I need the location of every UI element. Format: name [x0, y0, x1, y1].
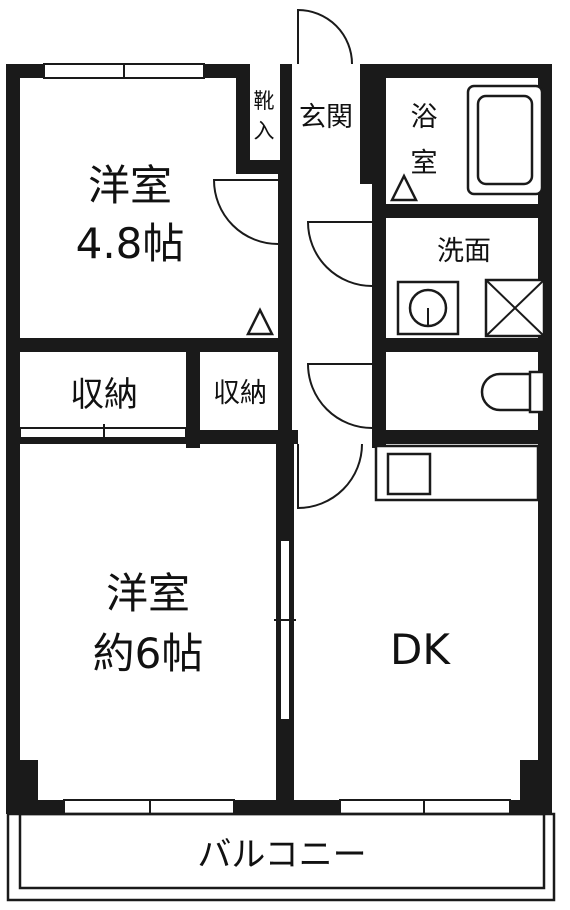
room-label-bath-2: 室: [411, 148, 438, 179]
room-label-dk: DK: [390, 625, 451, 674]
room-label-storage-1: 収納: [70, 375, 138, 415]
balcony: [6, 812, 556, 902]
room-label-western-2-size: 約6帖: [93, 629, 204, 678]
kitchen-sink-icon: [386, 452, 432, 496]
room-label-washroom: 洗面: [437, 236, 491, 267]
doors: [212, 8, 373, 510]
room-label-shoe-storage-2: 入: [254, 119, 275, 143]
toilet-icon: [480, 370, 546, 414]
room-label-western-1-size: 4.8帖: [76, 219, 185, 268]
bathtub-icon: [466, 84, 544, 196]
room-label-storage-2: 収納: [213, 378, 267, 409]
room-label-bath-1: 浴: [411, 102, 438, 133]
windows: [19, 63, 511, 815]
room-label-western-2-name: 洋室: [106, 569, 190, 618]
room-label-balcony: バルコニー: [197, 835, 366, 875]
room-label-western-1-name: 洋室: [88, 161, 172, 210]
room-label-shoe-storage-1: 靴: [254, 89, 275, 113]
room-label-entrance: 玄関: [299, 102, 353, 133]
fixtures: [374, 84, 546, 502]
step-markers: [245, 173, 419, 336]
